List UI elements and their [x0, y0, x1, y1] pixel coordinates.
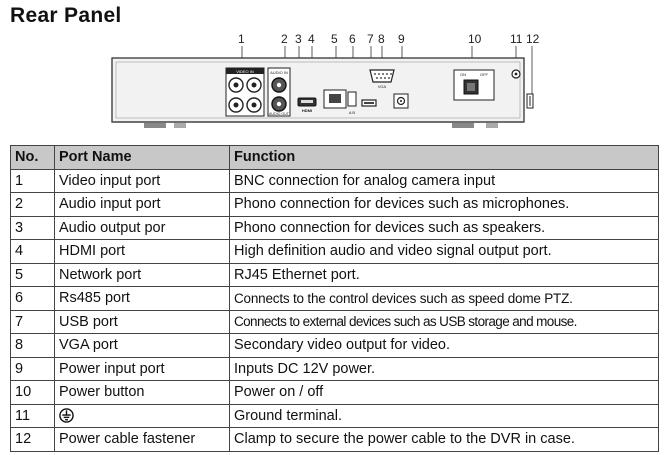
- ground-symbol-icon: [59, 408, 74, 424]
- row-no: 8: [10, 333, 55, 358]
- power-off-label: OFF: [480, 72, 489, 77]
- callout-7: 7: [367, 32, 374, 46]
- callout-12: 12: [526, 32, 540, 46]
- table-row: 3 Audio output por Phono connection for …: [10, 215, 659, 240]
- row-no: 5: [10, 262, 55, 287]
- row-no: 12: [10, 427, 55, 452]
- row-port-name: Power input port: [54, 356, 230, 381]
- foot-right: [452, 123, 474, 128]
- row-port-name: VGA port: [54, 333, 230, 358]
- row-no: 1: [10, 168, 55, 193]
- audio-in-label: AUDIO IN: [270, 70, 288, 75]
- row-function: Power on / off: [229, 380, 659, 405]
- row-function: RJ45 Ethernet port.: [229, 262, 659, 287]
- row-no: 9: [10, 356, 55, 381]
- table-row: 2 Audio input port Phono connection for …: [10, 192, 659, 217]
- audio-out-label: AUDIO OUT: [269, 112, 290, 116]
- table-row: 5 Network port RJ45 Ethernet port.: [10, 262, 659, 287]
- bnc-centers: [233, 82, 257, 108]
- row-function: Connects to the control devices such as …: [229, 286, 659, 311]
- table-row: 11 Ground terminal.: [10, 403, 659, 428]
- hdmi-label: HDMI: [302, 108, 312, 113]
- table-row: 8 VGA port Secondary video output for vi…: [10, 333, 659, 358]
- ports-table: No. Port Name Function 1 Video input por…: [10, 145, 659, 452]
- table-row: 6 Rs485 port Connects to the control dev…: [10, 286, 659, 311]
- table-row: 4 HDMI port High definition audio and vi…: [10, 239, 659, 264]
- callout-6: 6: [349, 32, 356, 46]
- row-port-name: Video input port: [54, 168, 230, 193]
- table-row: 7 USB port Connects to external devices …: [10, 309, 659, 334]
- table-row: 10 Power button Power on / off: [10, 380, 659, 405]
- row-no: 10: [10, 380, 55, 405]
- table-row: 12 Power cable fastener Clamp to secure …: [10, 427, 659, 452]
- row-port-name: Audio output por: [54, 215, 230, 240]
- row-function: BNC connection for analog camera input: [229, 168, 659, 193]
- header-no: No.: [10, 145, 55, 170]
- row-no: 7: [10, 309, 55, 334]
- row-port-name: Power cable fastener: [54, 427, 230, 452]
- foot-left: [144, 123, 166, 128]
- vga-port-icon: [369, 69, 395, 83]
- row-port-name: Rs485 port: [54, 286, 230, 311]
- header-port-name: Port Name: [54, 145, 230, 170]
- rear-panel-diagram: 1 2 3 4 5 6 7 8 9 10 11 12: [108, 30, 548, 138]
- callout-8: 8: [378, 32, 385, 46]
- vga-label: VGA: [378, 84, 387, 89]
- row-function: Clamp to secure the power cable to the D…: [229, 427, 659, 452]
- row-function: Inputs DC 12V power.: [229, 356, 659, 381]
- power-on-label: ON: [460, 72, 466, 77]
- video-in-label: VIDEO IN: [236, 69, 254, 74]
- row-no: 11: [10, 403, 55, 428]
- table-header-row: No. Port Name Function: [10, 145, 659, 170]
- callout-2: 2: [281, 32, 288, 46]
- rs485-ab-label: A B: [349, 110, 356, 115]
- row-function: Phono connection for devices such as mic…: [229, 192, 659, 217]
- row-port-name: Audio input port: [54, 192, 230, 217]
- foot-left-inner: [174, 123, 186, 128]
- row-no: 3: [10, 215, 55, 240]
- row-function: High definition audio and video signal o…: [229, 239, 659, 264]
- callout-4: 4: [308, 32, 315, 46]
- table-row: 1 Video input port BNC connection for an…: [10, 168, 659, 193]
- row-function: Ground terminal.: [229, 403, 659, 428]
- callout-5: 5: [331, 32, 338, 46]
- page-title: Rear Panel: [10, 4, 122, 27]
- row-no: 2: [10, 192, 55, 217]
- header-function: Function: [229, 145, 659, 170]
- row-port-name: USB port: [54, 309, 230, 334]
- foot-right-inner: [486, 123, 498, 128]
- rear-panel-drawing: 1 2 3 4 5 6 7 8 9 10 11 12: [111, 32, 540, 128]
- row-no: 4: [10, 239, 55, 264]
- row-port-name: [54, 403, 230, 428]
- table-row: 9 Power input port Inputs DC 12V power.: [10, 356, 659, 381]
- callout-11: 11: [510, 32, 523, 46]
- row-function: Secondary video output for video.: [229, 333, 659, 358]
- row-function: Connects to external devices such as USB…: [229, 309, 659, 334]
- rs485-port-icon: [347, 91, 357, 107]
- callout-1: 1: [238, 32, 245, 46]
- row-no: 6: [10, 286, 55, 311]
- row-port-name: HDMI port: [54, 239, 230, 264]
- video-in-label-bar: [226, 68, 264, 74]
- chassis-inner-edge: [115, 61, 521, 119]
- row-port-name: Power button: [54, 380, 230, 405]
- row-port-name: Network port: [54, 262, 230, 287]
- callout-3: 3: [295, 32, 302, 46]
- callout-9: 9: [398, 32, 405, 46]
- callout-10: 10: [468, 32, 482, 46]
- row-function: Phono connection for devices such as spe…: [229, 215, 659, 240]
